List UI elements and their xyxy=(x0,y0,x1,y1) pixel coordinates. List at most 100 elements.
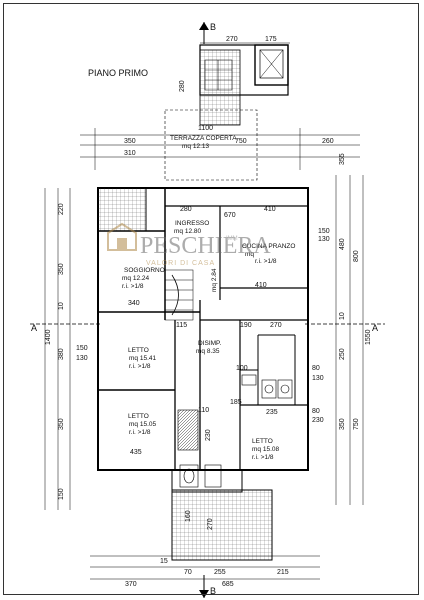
page-title: PIANO PRIMO xyxy=(88,68,148,78)
room-small-area: mq 2.84 xyxy=(211,268,218,292)
svg-text:15: 15 xyxy=(160,558,168,565)
stair-tower xyxy=(199,44,289,126)
svg-text:70: 70 xyxy=(184,569,192,576)
svg-text:800: 800 xyxy=(353,250,360,262)
section-mark-b-top: B xyxy=(199,22,216,44)
svg-text:mq 12.24: mq 12.24 xyxy=(122,275,149,282)
svg-text:750: 750 xyxy=(353,418,360,430)
room-letto-2: LETTO mq 15.05 r.i. >1/8 xyxy=(128,413,156,436)
svg-text:480: 480 xyxy=(339,238,346,250)
bathroom-fixtures xyxy=(177,374,293,488)
dimension-lines-right xyxy=(335,175,364,505)
svg-text:185: 185 xyxy=(230,399,242,406)
svg-text:mq 12.13: mq 12.13 xyxy=(182,143,209,150)
dimension-lines-left xyxy=(44,188,71,510)
svg-text:1400: 1400 xyxy=(45,329,52,345)
svg-text:130: 130 xyxy=(76,355,88,362)
svg-text:160: 160 xyxy=(185,510,192,522)
svg-text:410: 410 xyxy=(264,206,276,213)
svg-text:220: 220 xyxy=(58,203,65,215)
svg-text:270: 270 xyxy=(207,518,214,530)
svg-text:LETTO: LETTO xyxy=(128,347,149,354)
svg-text:380: 380 xyxy=(58,348,65,360)
section-mark-b-bottom: B xyxy=(199,575,216,598)
svg-text:355: 355 xyxy=(339,153,346,165)
svg-text:110: 110 xyxy=(198,407,209,414)
interior-stair xyxy=(164,269,194,321)
svg-text:100: 100 xyxy=(236,365,248,372)
svg-text:B: B xyxy=(210,586,216,596)
svg-text:130: 130 xyxy=(318,236,330,243)
svg-text:215: 215 xyxy=(277,569,289,576)
svg-text:LETTO: LETTO xyxy=(252,438,273,445)
svg-text:230: 230 xyxy=(205,429,212,441)
svg-text:80: 80 xyxy=(312,408,320,415)
room-soggiorno: SOGGIORNO mq 12.24 r.i. >1/8 xyxy=(122,267,165,290)
svg-text:370: 370 xyxy=(125,581,137,588)
peschiera-logo-watermark: PESCHIERA VALORI DI CASA IMM xyxy=(107,222,271,267)
svg-text:80: 80 xyxy=(312,365,320,372)
svg-text:LETTO: LETTO xyxy=(128,413,149,420)
svg-text:r.i. >1/8: r.i. >1/8 xyxy=(129,363,151,370)
svg-text:280: 280 xyxy=(180,206,192,213)
svg-text:mq 15.08: mq 15.08 xyxy=(252,446,279,453)
svg-text:115: 115 xyxy=(176,322,187,329)
svg-text:685: 685 xyxy=(222,581,234,588)
room-letto-1: LETTO mq 15.41 r.i. >1/8 xyxy=(128,347,156,370)
dim-1100: 1100 xyxy=(198,125,213,132)
svg-text:r.i. >1/8: r.i. >1/8 xyxy=(122,283,144,290)
svg-text:mq 15.41: mq 15.41 xyxy=(129,355,156,362)
dim-750: 750 xyxy=(235,138,247,145)
svg-text:1550: 1550 xyxy=(365,329,372,345)
svg-text:A: A xyxy=(372,323,378,333)
svg-text:255: 255 xyxy=(214,569,226,576)
svg-text:r.i. >1/8: r.i. >1/8 xyxy=(252,454,274,461)
svg-text:r.i. >1/8: r.i. >1/8 xyxy=(129,429,151,436)
svg-text:mq: mq xyxy=(245,251,254,258)
svg-text:350: 350 xyxy=(58,263,65,275)
dims-right: 355 480 800 1550 10 250 350 750 xyxy=(339,153,372,430)
svg-text:r.i. >1/8: r.i. >1/8 xyxy=(255,258,277,265)
svg-text:VALORI DI CASA: VALORI DI CASA xyxy=(146,260,215,267)
svg-text:350: 350 xyxy=(58,418,65,430)
svg-text:410: 410 xyxy=(255,282,267,289)
dimension-lines-top xyxy=(80,42,360,170)
svg-text:250: 250 xyxy=(339,348,346,360)
svg-text:INGRESSO: INGRESSO xyxy=(175,220,209,227)
dim-270-top: 270 xyxy=(226,36,238,43)
room-disimpegno: DISIMP. mq 8.35 xyxy=(196,340,222,355)
dimension-lines-bottom xyxy=(90,555,320,580)
svg-text:270: 270 xyxy=(270,322,282,329)
dim-310: 310 xyxy=(124,150,136,157)
svg-text:10: 10 xyxy=(58,302,65,310)
terrazza-coperta: TERRAZZA COPERTA mq 12.13 xyxy=(164,109,258,181)
room-letto-3: LETTO mq 15.08 r.i. >1/8 xyxy=(252,438,279,461)
svg-text:350: 350 xyxy=(339,418,346,430)
svg-text:340: 340 xyxy=(128,300,140,307)
section-mark-a-left: A xyxy=(30,323,100,333)
interior-dimensions: 280 670 410 340 410 190 270 150 130 115 … xyxy=(128,206,330,456)
svg-text:230: 230 xyxy=(312,417,324,424)
svg-text:mq 12.80: mq 12.80 xyxy=(174,228,201,235)
svg-text:mq 8.35: mq 8.35 xyxy=(196,348,220,355)
bottom-balcony xyxy=(171,469,273,561)
svg-text:150: 150 xyxy=(318,228,330,235)
svg-text:130: 130 xyxy=(312,375,324,382)
svg-text:150: 150 xyxy=(76,345,88,352)
svg-text:DISIMP.: DISIMP. xyxy=(198,340,222,347)
svg-text:CUCINA PRANZO: CUCINA PRANZO xyxy=(242,243,295,250)
dims-left: 220 350 10 380 350 1400 150 150 130 xyxy=(45,203,88,500)
dim-350: 350 xyxy=(124,138,136,145)
svg-text:A: A xyxy=(31,323,37,333)
dim-260: 260 xyxy=(322,138,334,145)
svg-text:190: 190 xyxy=(240,322,252,329)
room-cucina: CUCINA PRANZO mq r.i. >1/8 xyxy=(242,243,295,265)
room-ingresso: INGRESSO mq 12.80 xyxy=(174,220,209,235)
svg-text:SOGGIORNO: SOGGIORNO xyxy=(124,267,165,274)
svg-text:10: 10 xyxy=(339,312,346,320)
dim-280-top: 280 xyxy=(179,80,186,92)
svg-text:670: 670 xyxy=(224,212,236,219)
section-mark-a-right: A xyxy=(305,323,385,333)
svg-text:TERRAZZA COPERTA: TERRAZZA COPERTA xyxy=(170,135,237,142)
